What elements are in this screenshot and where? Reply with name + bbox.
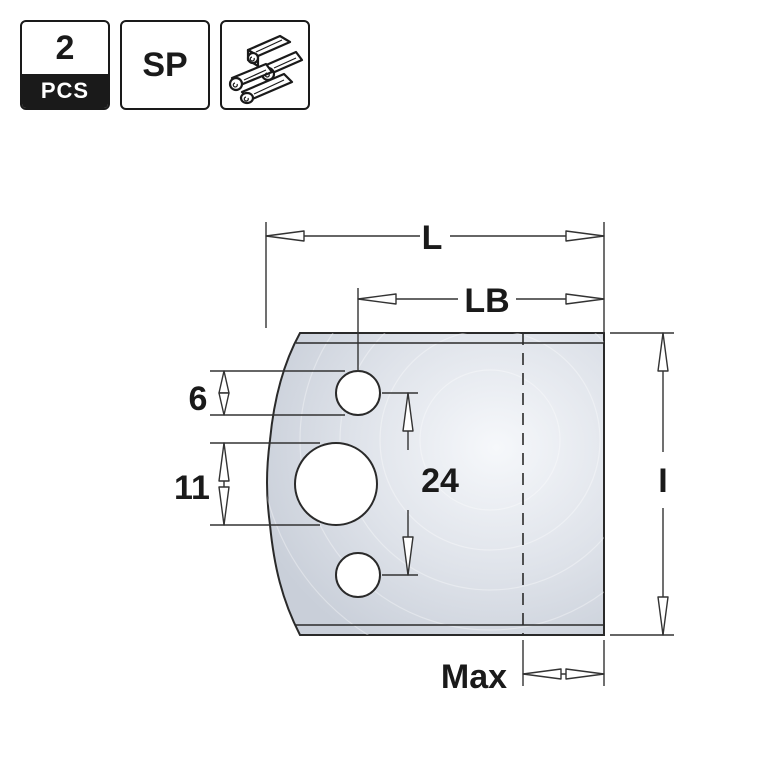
quantity-badge: 2 PCS <box>20 20 110 110</box>
quantity-unit: PCS <box>22 74 108 108</box>
dim-blade-length-label: LB <box>464 282 509 320</box>
small-hole-bottom <box>335 552 381 598</box>
dim-length-label: L <box>422 219 443 257</box>
dim-max-label: Max <box>441 658 507 696</box>
wood-logs-icon <box>228 34 304 105</box>
small-hole-top <box>335 370 381 416</box>
large-hole <box>294 442 378 526</box>
dim-hole-spacing-label: 24 <box>421 462 459 500</box>
dim-small-hole-label: 6 <box>189 380 208 418</box>
dim-large-hole-label: 11 <box>174 469 210 507</box>
quantity-value: 2 <box>55 29 75 67</box>
wood-badge <box>220 20 310 110</box>
dim-height-label: I <box>658 462 667 500</box>
material-badge: SP <box>120 20 210 110</box>
knife-blade <box>266 332 605 636</box>
material-code: SP <box>142 46 188 84</box>
